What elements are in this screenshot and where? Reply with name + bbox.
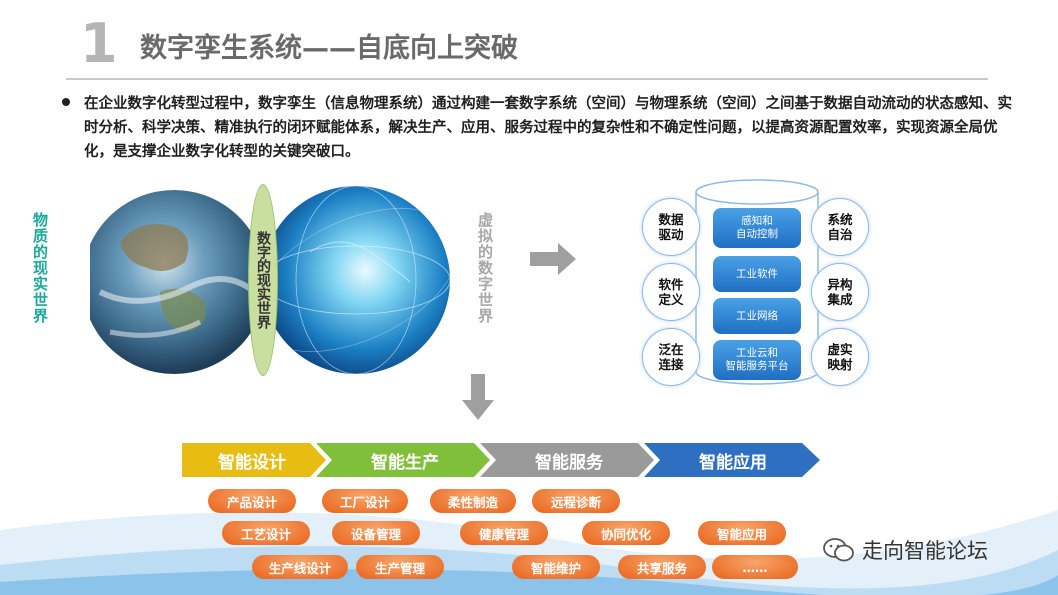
layer-sensing-control: 感知和 自动控制 — [713, 208, 801, 248]
pill-smart-application: 智能应用 — [698, 521, 786, 545]
pill-process-design: 工艺设计 — [222, 521, 310, 545]
page-title: 数字孪生系统——自底向上突破 — [140, 33, 518, 64]
digital-real-world-ellipse: 数字的现实世界 — [248, 184, 278, 376]
chevron-smart-design: 智能设计 — [218, 452, 286, 473]
section-number: 1 — [80, 12, 118, 75]
pill-production-line-design: 生产线设计 — [252, 555, 348, 579]
digital-real-world-label: 数字的现实世界 — [255, 231, 271, 329]
watermark-text: 走向智能论坛 — [862, 539, 988, 563]
chevron-smart-production: 智能生产 — [371, 452, 439, 473]
arrow-right-icon — [530, 243, 576, 275]
circle-software-defined: 软件 定义 — [642, 263, 700, 321]
watermark: 走向智能论坛 — [822, 535, 988, 565]
physical-world-label: 物质的现实世界 — [31, 212, 49, 324]
pill-smart-maintenance: 智能维护 — [512, 555, 600, 579]
pill-product-design: 产品设计 — [208, 489, 296, 513]
earth — [90, 190, 266, 374]
intro-paragraph: 在企业数字化转型过程中，数字孪生（信息物理系统）通过构建一套数字系统（空间）与物… — [84, 96, 1012, 160]
circle-ubiquitous-connection: 泛在 连接 — [642, 328, 700, 386]
pill-production-management: 生产管理 — [356, 555, 444, 579]
chevron-flow — [182, 443, 820, 477]
pill-equipment-management: 设备管理 — [332, 521, 420, 545]
pill-remote-diagnosis: 远程诊断 — [532, 489, 620, 513]
pill-flexible-manufacturing: 柔性制造 — [430, 489, 516, 513]
layer-industrial-network: 工业网络 — [713, 298, 801, 334]
virtual-world-label: 虚拟的数字世界 — [476, 212, 494, 324]
pill-more: …… — [712, 555, 798, 579]
globe-illustration — [90, 185, 450, 375]
wechat-icon — [823, 538, 854, 562]
layer-cloud-platform: 工业云和 智能服务平台 — [713, 340, 801, 380]
bullet-dot — [62, 98, 70, 106]
circle-virtual-real-mapping: 虚实 映射 — [811, 328, 869, 386]
digital-globe — [252, 185, 450, 375]
pill-health-management: 健康管理 — [460, 521, 548, 545]
arrow-down-icon — [462, 374, 494, 420]
circle-heterogeneous-integration: 异构 集成 — [811, 263, 869, 321]
layer-industrial-software: 工业软件 — [713, 256, 801, 292]
pill-collaborative-optimization: 协同优化 — [582, 521, 670, 545]
pill-shared-services: 共享服务 — [618, 555, 706, 579]
pill-factory-design: 工厂设计 — [322, 489, 408, 513]
circle-system-autonomy: 系统 自治 — [811, 198, 869, 256]
chevron-smart-service: 智能服务 — [535, 452, 603, 473]
chevron-smart-application: 智能应用 — [699, 452, 767, 473]
circle-data-driven: 数据 驱动 — [642, 198, 700, 256]
title-divider — [66, 78, 988, 80]
